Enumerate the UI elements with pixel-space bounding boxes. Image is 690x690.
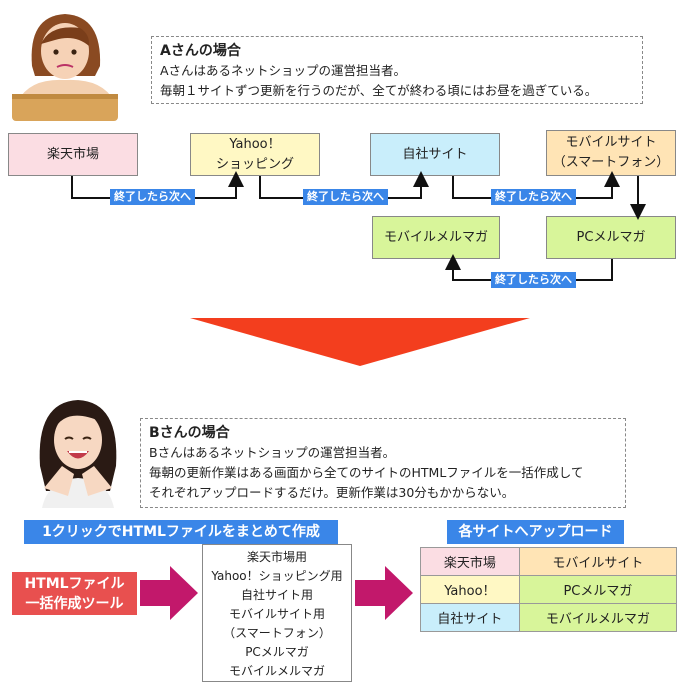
grid-cell-mobile-mail: モバイルメルマガ <box>518 603 678 632</box>
case-b-line2: 毎朝の更新作業はある画面から全てのサイトのHTMLファイルを一括作成して <box>149 465 584 480</box>
flow-a-connectors <box>71 171 646 281</box>
file-item: （スマートフォン） <box>223 626 331 640</box>
case-a-title: Aさんの場合 <box>160 43 241 59</box>
file-item: モバイルサイト用 <box>228 607 325 621</box>
arrow-files-to-sites <box>355 566 413 620</box>
mobile-mail-label: モバイルメルマガ <box>383 229 488 245</box>
case-b-note: Bさんの場合 Bさんはあるネットショップの運営担当者。 毎朝の更新作業はある画面… <box>140 418 626 508</box>
case-a-note: Aさんの場合 Aさんはあるネットショップの運営担当者。 毎朝１サイトずつ更新を行… <box>151 36 643 104</box>
next-tag-4: 終了したら次へ <box>491 272 576 288</box>
case-a-line2: 毎朝１サイトずつ更新を行うのだが、全てが終わる頃にはお昼を過ぎている。 <box>160 83 598 98</box>
grid-cell-rakuten: 楽天市場 <box>420 547 520 576</box>
generated-file-list: 楽天市場用 Yahoo！ショッピング用 自社サイト用 モバイルサイト用 （スマー… <box>202 544 352 682</box>
yahoo-label-1: Yahoo！ <box>229 136 281 152</box>
grid-cell-yahoo: Yahoo！ <box>420 575 520 604</box>
upload-site-grid: 楽天市場 モバイルサイト Yahoo！ PCメルマガ 自社サイト モバイルメルマ… <box>420 547 678 632</box>
grid-cell-mobile-site: モバイルサイト <box>518 547 678 576</box>
banner-upload: 各サイトへアップロード <box>447 520 624 544</box>
rakuten-box: 楽天市場 <box>8 133 138 176</box>
html-tool-label-2: 一括作成ツール <box>25 595 124 612</box>
case-a-line1: Aさんはあるネットショップの運営担当者。 <box>160 63 407 78</box>
happy-woman-illustration <box>39 400 117 508</box>
grid-row: 自社サイト モバイルメルマガ <box>420 603 678 632</box>
mobile-site-box: モバイルサイト （スマートフォン） <box>546 130 676 176</box>
mobile-site-label-1: モバイルサイト <box>565 135 657 150</box>
file-item: PCメルマガ <box>245 645 309 659</box>
mobile-mail-box: モバイルメルマガ <box>372 216 500 259</box>
own-site-box: 自社サイト <box>370 133 500 176</box>
file-item: 楽天市場用 <box>246 550 307 564</box>
case-b-title: Bさんの場合 <box>149 425 230 441</box>
file-item: モバイルメルマガ <box>228 664 325 678</box>
banner-create-html: 1クリックでHTMLファイルをまとめて作成 <box>24 520 338 544</box>
file-item: 自社サイト用 <box>240 588 313 602</box>
own-site-label: 自社サイト <box>402 146 468 162</box>
worried-woman-illustration <box>12 14 118 121</box>
grid-row: Yahoo！ PCメルマガ <box>420 575 678 604</box>
grid-cell-own-site: 自社サイト <box>420 603 520 632</box>
grid-row: 楽天市場 モバイルサイト <box>420 547 678 576</box>
html-tool-label-1: HTMLファイル <box>24 575 125 592</box>
next-tag-1: 終了したら次へ <box>110 189 195 205</box>
pc-mail-box: PCメルマガ <box>546 216 676 259</box>
yahoo-box: Yahoo！ ショッピング <box>190 133 320 176</box>
file-item: Yahoo！ショッピング用 <box>211 569 343 583</box>
case-b-line3: それぞれアップロードするだけ。更新作業は30分もかからない。 <box>149 485 515 500</box>
case-b-line1: Bさんはあるネットショップの運営担当者。 <box>149 445 396 460</box>
yahoo-label-2: ショッピング <box>215 156 294 172</box>
html-tool-box: HTMLファイル 一括作成ツール <box>12 572 137 615</box>
grid-cell-pc-mail: PCメルマガ <box>518 575 678 604</box>
next-tag-2: 終了したら次へ <box>303 189 388 205</box>
next-tag-3: 終了したら次へ <box>491 189 576 205</box>
rakuten-label: 楽天市場 <box>46 146 99 162</box>
mobile-site-label-2: （スマートフォン） <box>552 155 670 170</box>
transition-arrow <box>190 318 530 366</box>
pc-mail-label: PCメルマガ <box>576 229 646 245</box>
arrow-tool-to-files <box>140 566 198 620</box>
